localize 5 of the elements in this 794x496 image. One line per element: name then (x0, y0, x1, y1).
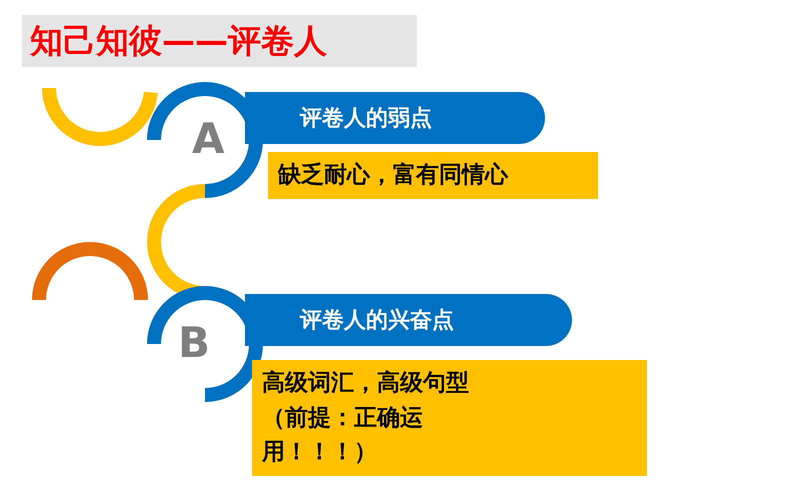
title: 知己知彼——评卷人 (22, 15, 417, 67)
letter-label: B (178, 322, 210, 364)
text-card: 缺乏耐心，富有同情心 (268, 152, 598, 198)
letter-label: A (192, 118, 225, 160)
text-card: 高级词汇，高级句型（前提：正确运用！！！） (252, 360, 647, 476)
